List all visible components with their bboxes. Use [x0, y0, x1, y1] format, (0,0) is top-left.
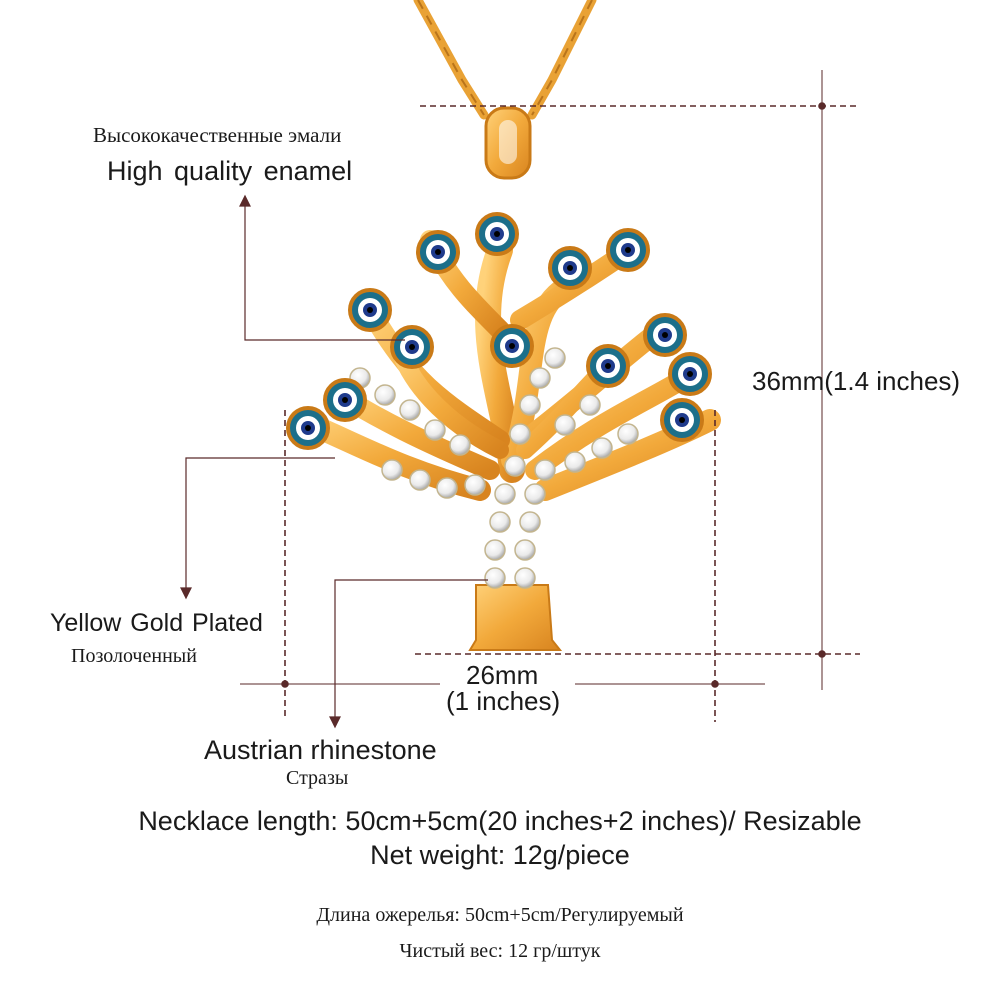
necklace-length-spec: Necklace length: 50cm+5cm(20 inches+2 in…	[138, 806, 862, 836]
necklace-chain	[413, 0, 597, 120]
rhinestone-label-ru: Стразы	[286, 767, 349, 789]
necklace-length-spec-ru: Длина ожерелья: 50cm+5cm/Регулируемый	[316, 904, 684, 926]
width-mm-label: 26mm	[466, 660, 539, 690]
gold-plated-label-ru: Позолоченный	[71, 645, 197, 667]
rhinestone-gems	[349, 347, 639, 589]
callout-leader-lines	[180, 194, 488, 729]
net-weight-spec-ru: Чистый вес: 12 гр/штук	[399, 940, 601, 962]
width-inches-label: (1 inches)	[446, 686, 561, 716]
enamel-evil-eye-beads	[286, 212, 712, 450]
height-label: 36mm(1.4 inches)	[752, 366, 961, 396]
rhinestone-label-en: Austrian rhinestone	[204, 735, 437, 765]
enamel-label-ru: Высококачественные эмали	[93, 123, 342, 147]
net-weight-spec: Net weight: 12g/piece	[370, 840, 630, 870]
gold-plated-label-en: Yellow Gold Plated	[50, 609, 263, 637]
dimension-lines	[240, 70, 860, 722]
enamel-label-en: High quality enamel	[107, 156, 353, 186]
